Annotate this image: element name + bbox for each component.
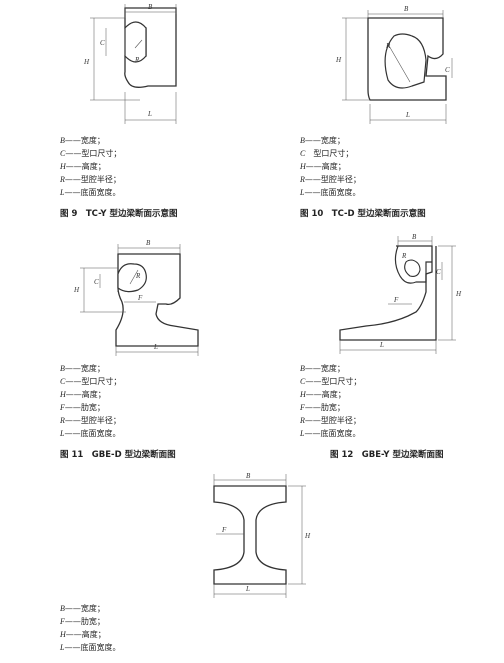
legend-item: B——宽度； <box>60 364 105 373</box>
legend-item: H——高度； <box>300 162 346 171</box>
dim-r-label: R <box>385 42 391 50</box>
legend-item: C——型口尺寸； <box>60 149 122 158</box>
dim-b-label: B <box>404 5 409 13</box>
figure-13-legend: B——宽度； F——肋宽； H——高度； L——底面宽度。 <box>60 602 120 654</box>
dim-l-label: L <box>379 341 384 349</box>
figure-9-legend: B——宽度； C——型口尺寸； H——高度； R——型腔半径； L——底面宽度。 <box>60 134 121 199</box>
legend-item: C 型口尺寸； <box>300 149 354 158</box>
legend-item: L——底面宽度。 <box>60 643 121 652</box>
legend-item: L——底面宽度。 <box>60 429 121 438</box>
legend-item: R——型腔半径； <box>60 416 121 425</box>
dim-b-label: B <box>246 472 251 480</box>
dim-f-label: F <box>393 296 399 304</box>
dim-h-label: H <box>335 56 342 64</box>
legend-item: L——底面宽度。 <box>60 188 121 197</box>
dim-l-label: L <box>245 585 250 593</box>
legend-item: R——型腔半径； <box>60 175 121 184</box>
dim-h-label: H <box>455 290 462 298</box>
legend-item: F——肋宽； <box>60 617 105 626</box>
gbe-y-section-drawing: B C H R F L <box>339 233 462 354</box>
dim-h-label: H <box>304 532 311 540</box>
gbe-d-section-drawing: R B H C F L <box>73 239 199 356</box>
legend-item: L——底面宽度。 <box>300 429 361 438</box>
dim-c-label: C <box>445 66 450 74</box>
legend-item: H——高度； <box>60 162 106 171</box>
legend-item: R——型腔半径； <box>300 175 361 184</box>
legend-item: H——高度； <box>300 390 346 399</box>
figure-10-caption: 图 10 TC-D 型边梁断面示意图 <box>300 209 426 219</box>
legend-item: F——肋宽； <box>60 403 105 412</box>
figure-12-gbe-y-section: B C H R F L <box>320 232 470 358</box>
figure-10-legend: B——宽度； C 型口尺寸； H——高度； R——型腔半径； L——底面宽度。 <box>300 134 361 199</box>
tc-y-section-drawing: B H C R L <box>83 3 177 124</box>
dim-c-label: C <box>436 268 441 276</box>
figure-9-tc-y-section: B H C R L <box>80 0 200 130</box>
dim-c-label: C <box>100 39 105 47</box>
dim-h-label: H <box>73 286 80 294</box>
legend-item: C——型口尺寸； <box>300 377 362 386</box>
legend-item: R——型腔半径； <box>300 416 361 425</box>
dim-l-label: L <box>405 111 410 119</box>
dim-b-label: B <box>146 239 151 247</box>
dim-h-label: H <box>83 58 90 66</box>
dim-f-label: F <box>137 294 143 302</box>
figure-11-legend: B——宽度； C——型口尺寸； H——高度； F——肋宽； R——型腔半径； L… <box>60 362 121 440</box>
dim-r-label: R <box>401 252 407 260</box>
legend-item: B——宽度； <box>300 364 345 373</box>
legend-item: L——底面宽度。 <box>300 188 361 197</box>
legend-item: B——宽度； <box>60 136 105 145</box>
legend-item: H——高度； <box>60 630 106 639</box>
figure-13-i-section: B F H L <box>196 472 326 602</box>
figure-10-tc-d-section: R B H C L <box>328 0 458 130</box>
legend-item: C——型口尺寸； <box>60 377 122 386</box>
dim-b-label: B <box>148 3 153 11</box>
dim-f-label: F <box>221 526 227 534</box>
figure-9-caption: 图 9 TC-Y 型边梁断面示意图 <box>60 209 178 219</box>
legend-item: B——宽度； <box>60 604 105 613</box>
dim-l-label: L <box>147 110 152 118</box>
legend-item: F——肋宽； <box>300 403 345 412</box>
legend-item: B——宽度； <box>300 136 345 145</box>
tc-d-section-drawing: R B H C L <box>335 5 453 124</box>
figure-11-gbe-d-section: R B H C F L <box>70 234 220 358</box>
figure-11-caption: 图 11 GBE-D 型边梁断面图 <box>60 450 176 460</box>
dim-r-label: R <box>135 272 141 280</box>
dim-c-label: C <box>94 278 99 286</box>
i-section-drawing: B F H L <box>213 472 311 598</box>
dim-l-label: L <box>153 343 158 351</box>
figure-12-legend: B——宽度； C——型口尺寸； H——高度； F——肋宽； R——型腔半径； L… <box>300 362 361 440</box>
dim-b-label: B <box>412 233 417 241</box>
figure-12-caption: 图 12 GBE-Y 型边梁断面图 <box>330 450 444 460</box>
legend-item: H——高度； <box>60 390 106 399</box>
dim-r-label: R <box>134 56 140 64</box>
